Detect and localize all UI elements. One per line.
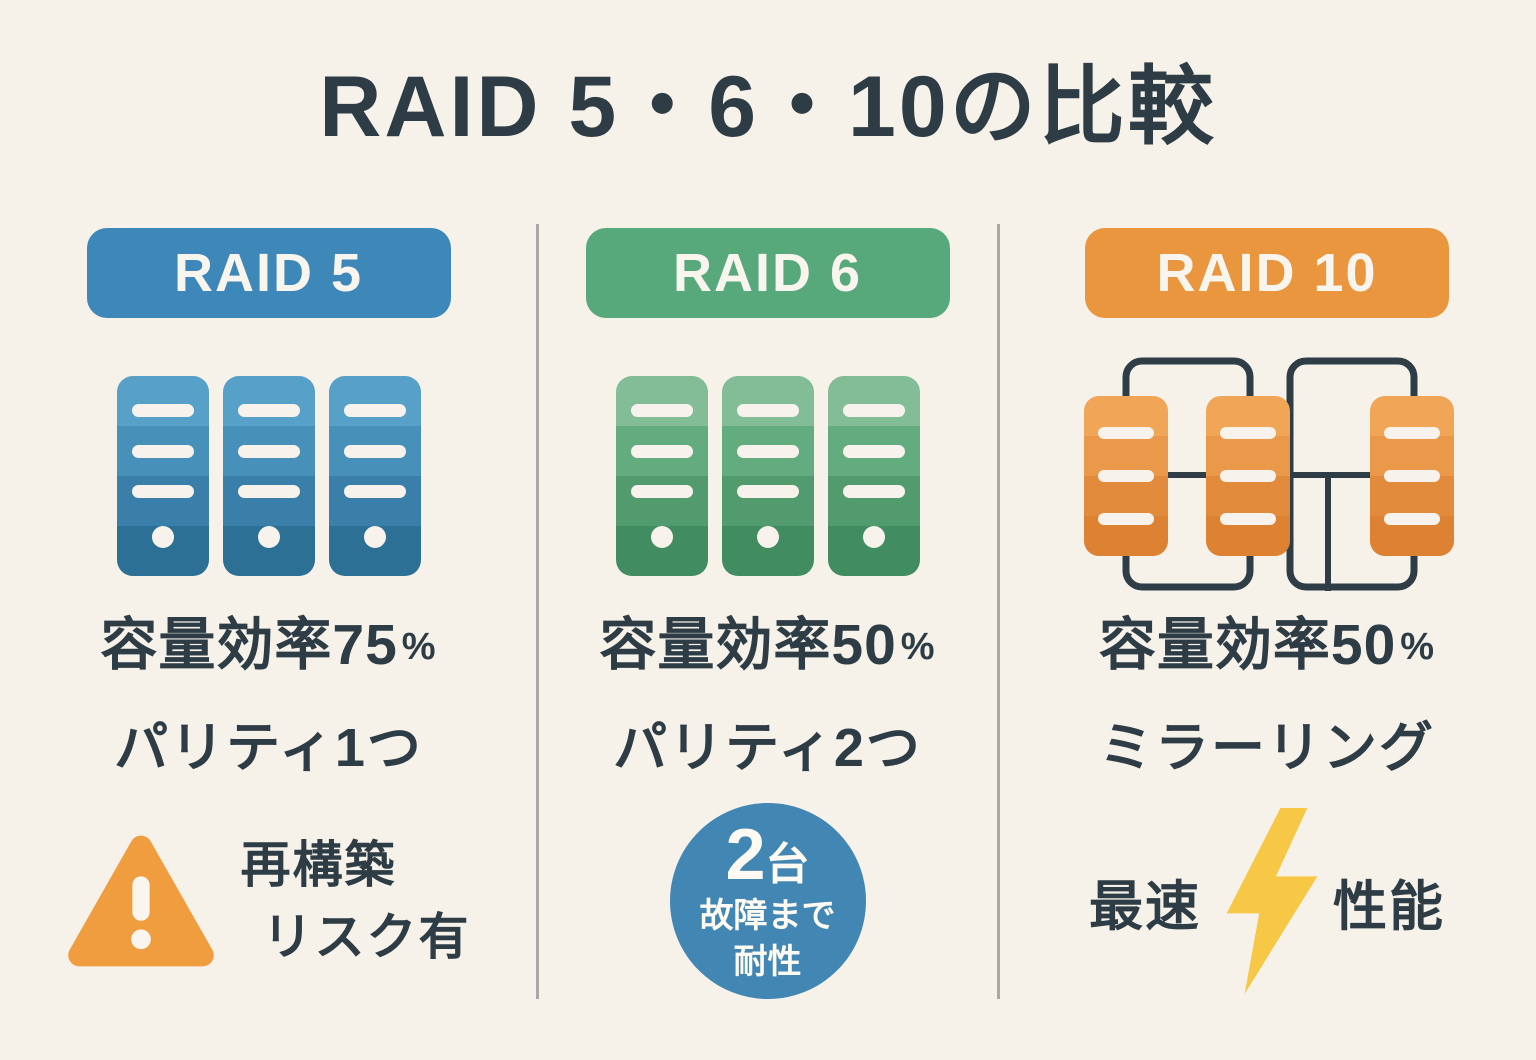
page-title: RAID 5・6・10の比較: [319, 59, 1217, 155]
fault-tolerance-badge: 2台 故障まで 耐性: [669, 803, 866, 999]
raid10-capacity: 容量効率50%: [1099, 604, 1436, 677]
column-divider: [536, 224, 539, 999]
capacity-label: 容量効率75: [100, 613, 398, 677]
badge-line-2: 故障まで: [699, 896, 836, 935]
raid10-note: 最速 性能: [1089, 796, 1445, 1006]
raid10-feature: ミラーリング: [1099, 717, 1435, 778]
raid6-header-badge: RAID 6: [585, 228, 950, 318]
raid5-capacity: 容量効率75%: [100, 604, 437, 677]
disk-array: [615, 376, 920, 576]
badge-line-3: 耐性: [733, 943, 802, 981]
raid5-header-badge: RAID 5: [86, 228, 451, 318]
warning-triangle-icon: [67, 835, 214, 967]
perf-right-label: 性能: [1333, 876, 1445, 937]
disk-icon: [721, 376, 814, 576]
disk-icon: [827, 376, 920, 576]
raid5-feature: パリティ1つ: [114, 717, 423, 778]
disk-icon: [1084, 396, 1168, 556]
raid5-risk-text: 再構築 リスク有: [241, 829, 471, 974]
comparison-columns: RAID 5 容量効率75% パリティ1つ: [0, 228, 1536, 1006]
disk-icon: [222, 376, 315, 576]
raid6-capacity: 容量効率50%: [599, 604, 936, 677]
percent-sign: %: [401, 625, 437, 668]
badge-number-suffix: 台: [765, 839, 810, 889]
capacity-label: 容量効率50: [1098, 613, 1397, 677]
disk-icon: [116, 376, 209, 576]
disk-icon: [1206, 396, 1290, 556]
lightning-bolt-icon: [1226, 808, 1318, 994]
capacity-label: 容量効率50: [599, 613, 897, 677]
disk-icon: [615, 376, 708, 576]
risk-line-2: リスク有: [262, 909, 471, 965]
raid5-column: RAID 5 容量効率75% パリティ1つ: [0, 228, 537, 1006]
raid5-note: 再構築 リスク有: [67, 796, 471, 1006]
disk-icon: [1370, 396, 1454, 556]
raid10-mirror-icon: [1082, 356, 1454, 596]
raid6-disk-array-icon: [615, 356, 920, 596]
risk-line-1: 再構築: [240, 836, 397, 893]
disk-array: [116, 376, 421, 576]
raid6-feature: パリティ2つ: [613, 717, 922, 778]
percent-sign: %: [900, 625, 936, 668]
raid10-column: RAID 10 容量効率50%: [998, 228, 1536, 1006]
disk-icon: [328, 376, 421, 576]
perf-left-label: 最速: [1089, 876, 1201, 937]
raid6-column: RAID 6 容量効率50% パリティ2つ 2台: [537, 228, 998, 1006]
percent-sign: %: [1400, 625, 1436, 668]
badge-number: 2: [725, 814, 766, 895]
raid6-note: 2台 故障まで 耐性: [669, 796, 866, 1006]
raid5-disk-array-icon: [116, 356, 421, 596]
raid10-header-badge: RAID 10: [1085, 228, 1449, 318]
column-divider: [997, 224, 1000, 999]
